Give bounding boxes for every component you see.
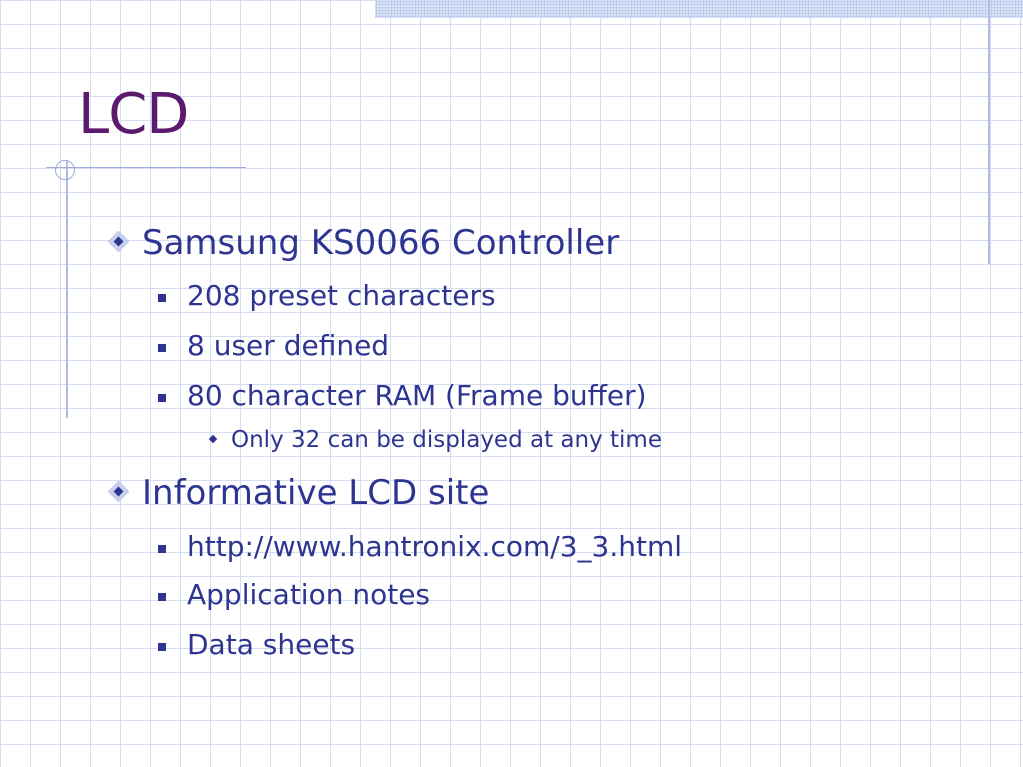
sub-bullet-link[interactable]: http://www.hantronix.com/3_3.html [187,530,683,563]
square-bullet-icon [158,344,166,352]
bullet-item: Samsung KS0066 Controller [142,223,620,263]
square-bullet-icon [158,593,166,601]
sub-bullet-item: Data sheets [187,628,356,661]
square-bullet-icon [158,545,166,553]
slide-title: LCD [78,82,189,147]
left-decorative-rule [66,160,68,418]
square-bullet-icon [158,643,166,651]
square-bullet-icon [158,394,166,402]
sub-bullet-item: Application notes [187,578,431,611]
title-underline-rule [46,167,246,168]
right-decorative-rule [988,0,990,264]
diamond-bullet-icon [107,480,130,503]
square-bullet-icon [158,294,166,302]
sub-sub-bullet-item: Only 32 can be displayed at any time [231,427,662,453]
bullet-item: Informative LCD site [142,473,490,513]
top-decorative-band [375,0,1023,18]
sub-bullet-item: 208 preset characters [187,279,496,312]
small-diamond-bullet-icon [208,434,218,444]
sub-bullet-item: 80 character RAM (Frame buffer) [187,379,647,412]
sub-bullet-item: 8 user defined [187,329,390,362]
rule-ring-icon [55,160,75,180]
diamond-bullet-icon [107,230,130,253]
